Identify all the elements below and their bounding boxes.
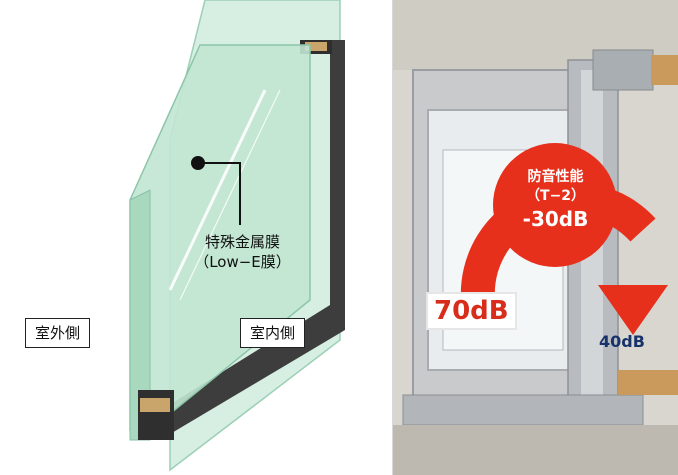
top-wood — [651, 55, 678, 85]
top-desiccant — [305, 42, 327, 51]
indoor-label: 室内側 — [240, 318, 306, 348]
outdoor-label: 室外側 — [25, 318, 91, 348]
floor — [393, 425, 678, 475]
soundproof-window-panel: 防音性能 （T−2） -30dB 70dB 40dB — [393, 0, 678, 475]
glass-illustration-panel: 特殊金属膜 （Low−E膜） 室外側 室内側 — [25, 0, 393, 475]
film-label-line2: （Low−E膜） — [194, 253, 291, 271]
glass-highlight — [168, 89, 267, 291]
bottom-wood — [618, 370, 678, 395]
bottom-spacer — [138, 390, 174, 440]
film-label: 特殊金属膜 （Low−E膜） — [185, 232, 300, 272]
window-drawing — [393, 0, 678, 475]
bottom-desiccant — [140, 398, 170, 412]
glass-highlight — [179, 89, 281, 301]
sound-arrow-head — [598, 285, 668, 335]
top-rail — [592, 49, 654, 91]
bottom-sill — [402, 394, 644, 426]
soundproof-badge — [493, 143, 617, 267]
film-leader-line — [198, 162, 241, 225]
badge-line1: 防音性能 — [527, 169, 584, 185]
badge-value: -30dB — [522, 207, 589, 231]
badge-text: 防音性能 （T−2） -30dB — [503, 168, 608, 232]
badge-line2: （T−2） — [525, 188, 586, 204]
outside-sound-level: 70dB — [426, 292, 517, 330]
inside-sound-level: 40dB — [599, 332, 645, 351]
film-label-line1: 特殊金属膜 — [204, 233, 280, 251]
